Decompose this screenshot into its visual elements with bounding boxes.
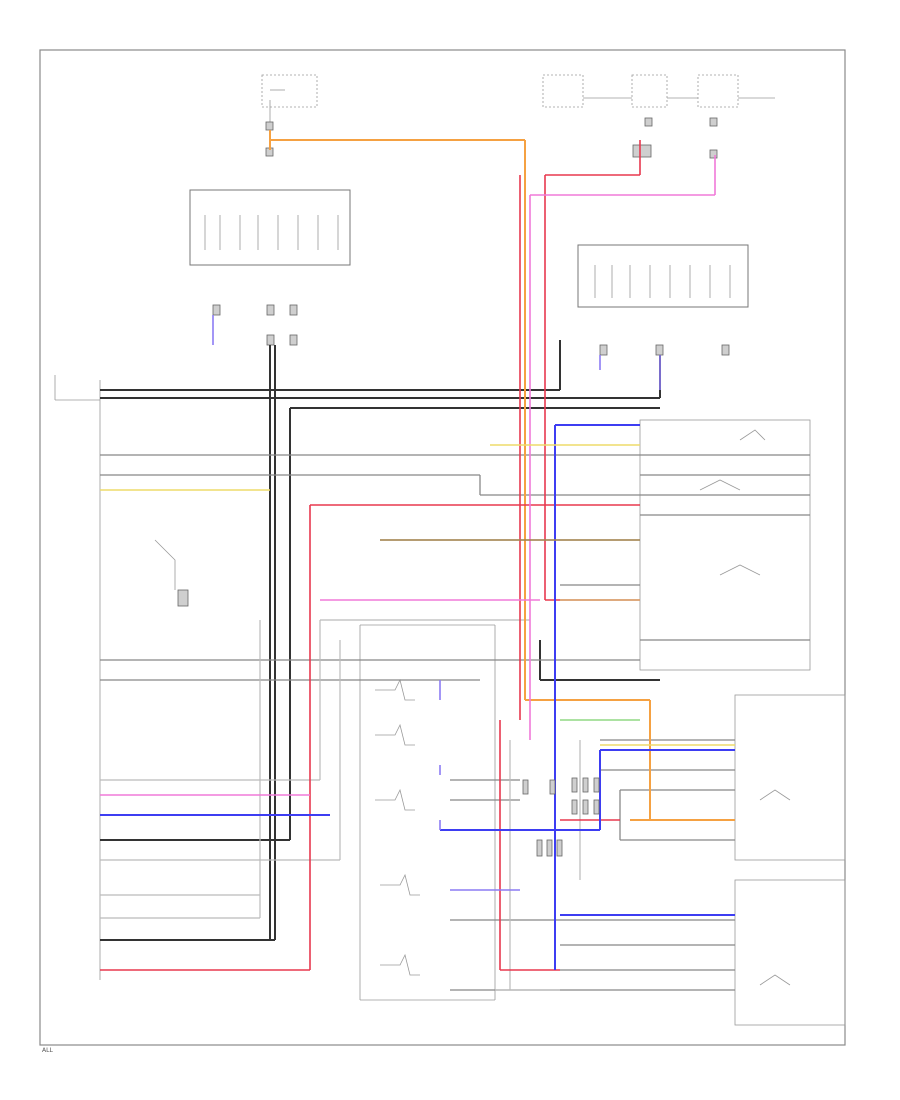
wire-orange-group xyxy=(269,130,735,821)
fuse-block-right xyxy=(542,74,775,159)
wire-red-group xyxy=(100,140,641,971)
wire-blue-group xyxy=(100,424,735,970)
wire-green-group xyxy=(380,539,640,721)
driver-door-lock-actuator xyxy=(734,694,846,861)
passenger-door-lock-actuator xyxy=(734,879,846,1026)
footer-left-text: ALL xyxy=(42,1047,53,1054)
wire-pink-group xyxy=(100,155,716,796)
relay-box xyxy=(639,419,811,671)
ground-group-right xyxy=(599,344,730,356)
switch-connectors xyxy=(522,777,600,857)
body-control-module xyxy=(54,375,101,980)
wire-lightgray-group xyxy=(100,619,581,991)
wire-lightblue-group xyxy=(212,315,661,891)
diagram-frame xyxy=(39,49,846,1046)
wire-gray-group xyxy=(100,454,810,991)
wire-yellow-group xyxy=(100,444,735,746)
door-lock-switch xyxy=(359,624,496,1001)
wire-black-group xyxy=(100,340,661,941)
key-cylinder xyxy=(154,539,189,607)
motor-unit-left xyxy=(189,189,351,266)
ground-group-left xyxy=(212,304,298,346)
motor-unit-right xyxy=(577,244,749,308)
